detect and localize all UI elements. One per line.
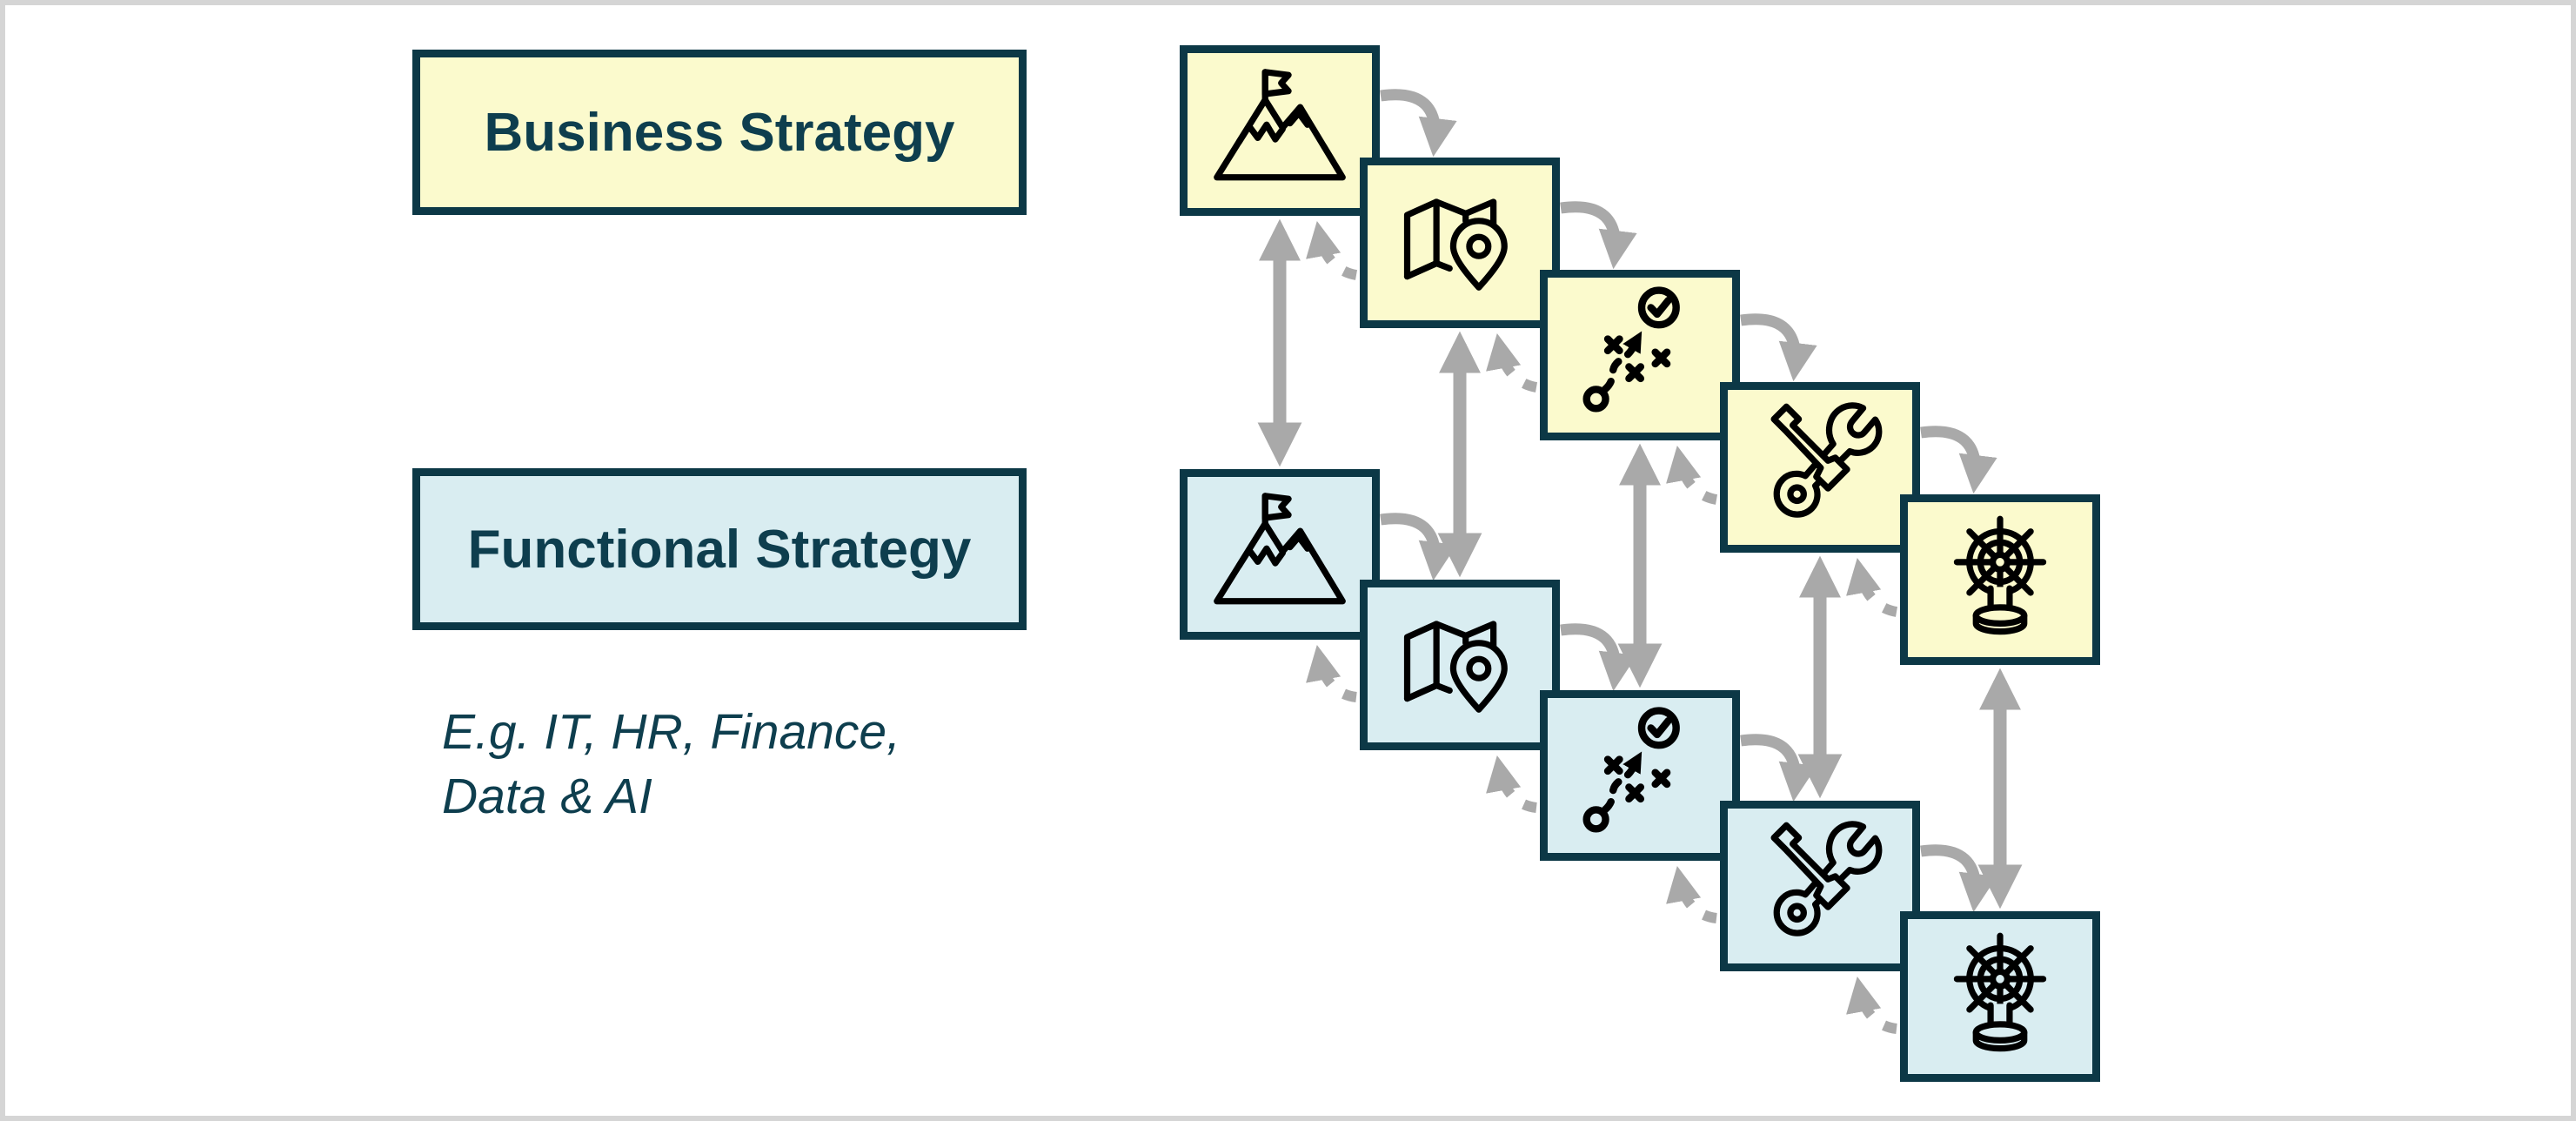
cascade-feedback-arrow-business-3: [1666, 445, 1718, 505]
tools-icon: [1743, 394, 1897, 540]
cascade-feedback-arrow-business-4: [1846, 557, 1898, 617]
cascade-feedback-arrow-functional-4: [1846, 976, 1898, 1034]
business-strategy-label: Business Strategy: [412, 50, 1027, 215]
cascade-forward-arrow-business-1: [1380, 89, 1457, 158]
stage-box-functional-helm: [1900, 911, 2100, 1082]
stage-box-functional-tactics: [1540, 690, 1740, 861]
cascade-feedback-arrow-functional-2: [1486, 755, 1538, 813]
cascade-feedback-arrow-business-1: [1306, 220, 1358, 280]
stage-box-functional-map: [1360, 580, 1560, 750]
cascade-forward-arrow-functional-2: [1560, 623, 1637, 692]
map-location-icon: [1383, 592, 1536, 738]
cascade-forward-arrow-functional-3: [1740, 734, 1817, 802]
stage-box-business-helm: [1900, 494, 2100, 665]
cascade-forward-arrow-business-3: [1740, 313, 1817, 382]
stage-box-functional-summit: [1180, 469, 1380, 640]
tactics-plan-icon: [1563, 702, 1716, 849]
stage-box-business-map: [1360, 158, 1560, 328]
ship-wheel-icon: [1924, 923, 2077, 1070]
stage-box-functional-tools: [1720, 801, 1920, 971]
tactics-plan-icon: [1563, 282, 1716, 428]
cascade-forward-arrow-functional-1: [1380, 513, 1457, 581]
cascade-forward-arrow-business-4: [1920, 426, 1997, 494]
mountain-summit-flag-icon: [1203, 57, 1356, 204]
stage-box-business-summit: [1180, 45, 1380, 216]
cascade-forward-arrow-business-2: [1560, 201, 1637, 270]
functional-strategy-label: Functional Strategy: [412, 468, 1027, 630]
tools-icon: [1743, 813, 1897, 959]
stage-box-business-tools: [1720, 382, 1920, 553]
functional-strategy-label-text: Functional Strategy: [467, 519, 972, 580]
cascade-feedback-arrow-business-2: [1486, 332, 1538, 393]
functional-examples-line-1: E.g. IT, HR, Finance,: [442, 704, 900, 760]
ship-wheel-icon: [1924, 507, 2077, 653]
functional-examples-line-2: Data & AI: [442, 769, 652, 824]
map-location-icon: [1383, 170, 1536, 316]
cascade-feedback-arrow-functional-3: [1666, 865, 1718, 923]
functional-examples-note: E.g. IT, HR, Finance, Data & AI: [442, 700, 900, 829]
cascade-feedback-arrow-functional-1: [1306, 644, 1358, 702]
stage-box-business-tactics: [1540, 270, 1740, 440]
business-strategy-label-text: Business Strategy: [484, 102, 955, 163]
mountain-summit-flag-icon: [1203, 481, 1356, 628]
cascade-forward-arrow-functional-4: [1920, 844, 1997, 913]
